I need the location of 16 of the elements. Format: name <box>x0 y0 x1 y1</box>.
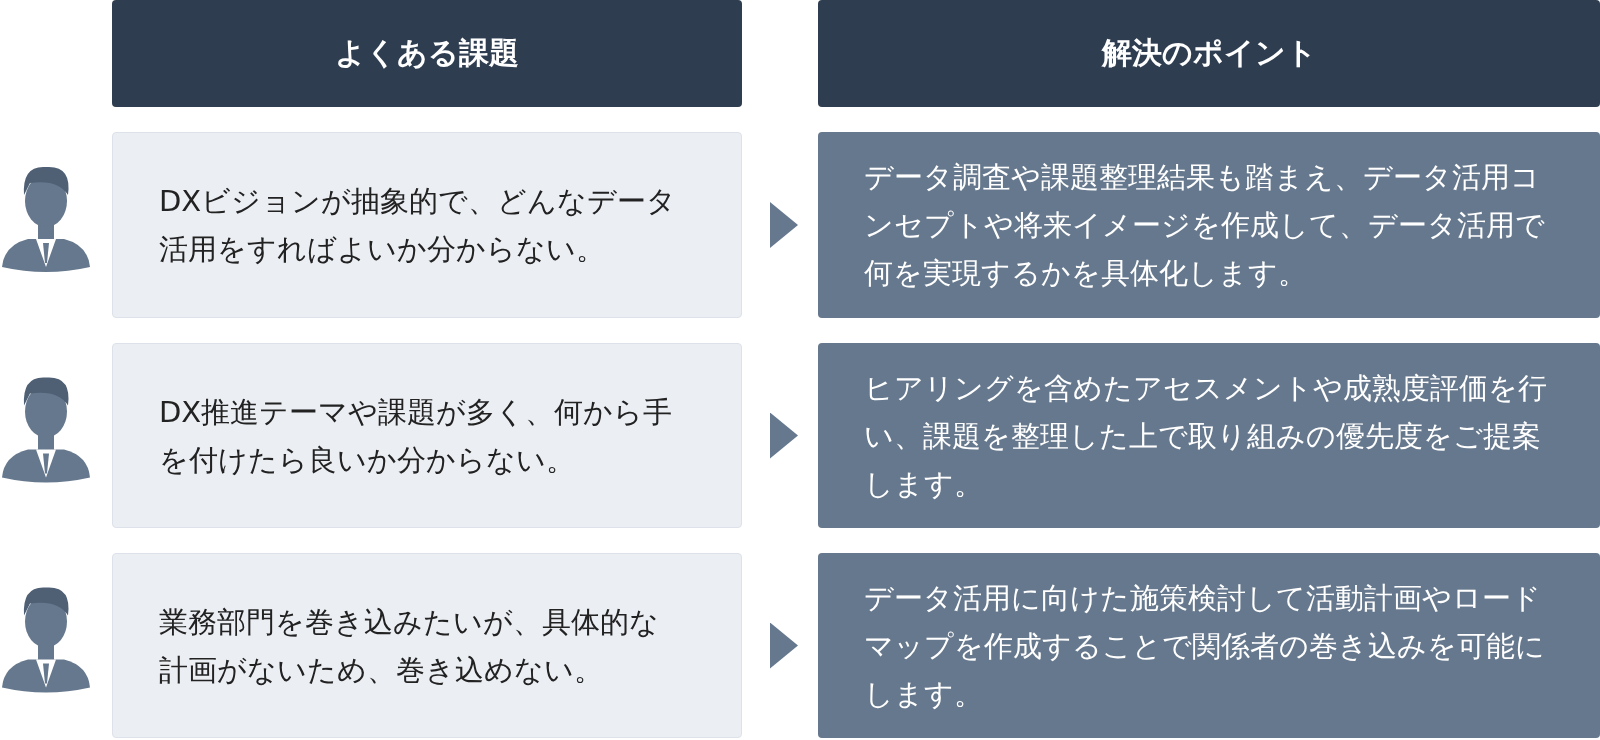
body-text: DXビジョンが抽象的で、どんなデータ活用をすればよいか分からない。 <box>159 183 678 268</box>
problem-box <box>112 343 742 528</box>
column-heading: よくある課題 <box>335 34 519 72</box>
header-box <box>818 0 1600 107</box>
body-text: データ活用に向けた施策検討して活動計画やロードマップを作成することで関係者の巻き込みを可能にします。 <box>864 579 1546 713</box>
problem-box <box>112 132 742 318</box>
column-heading: 解決のポイント <box>1101 34 1317 72</box>
body-text: データ調査や課題整理結果も踏まえ、データ活用コンセプトや将来イメージを作成して、データ活用で何を実現するかを具体化します。 <box>864 159 1546 292</box>
solution-box <box>818 343 1600 528</box>
body-text: 業務部門を巻き込みたいが、具体的な計画がないため、巻き込めない。 <box>159 603 660 689</box>
problem-box <box>112 553 742 738</box>
header-box <box>112 0 742 107</box>
body-text: ヒアリングを含めたアセスメントや成熟度評価を行い、課題を整理した上で取り組みの優先度をご提案します。 <box>864 369 1548 503</box>
solution-box <box>818 553 1600 738</box>
body-text: DX推進テーマや課題が多く、何から手を付けたら良いか分からない。 <box>159 393 674 479</box>
solution-box <box>818 132 1600 318</box>
